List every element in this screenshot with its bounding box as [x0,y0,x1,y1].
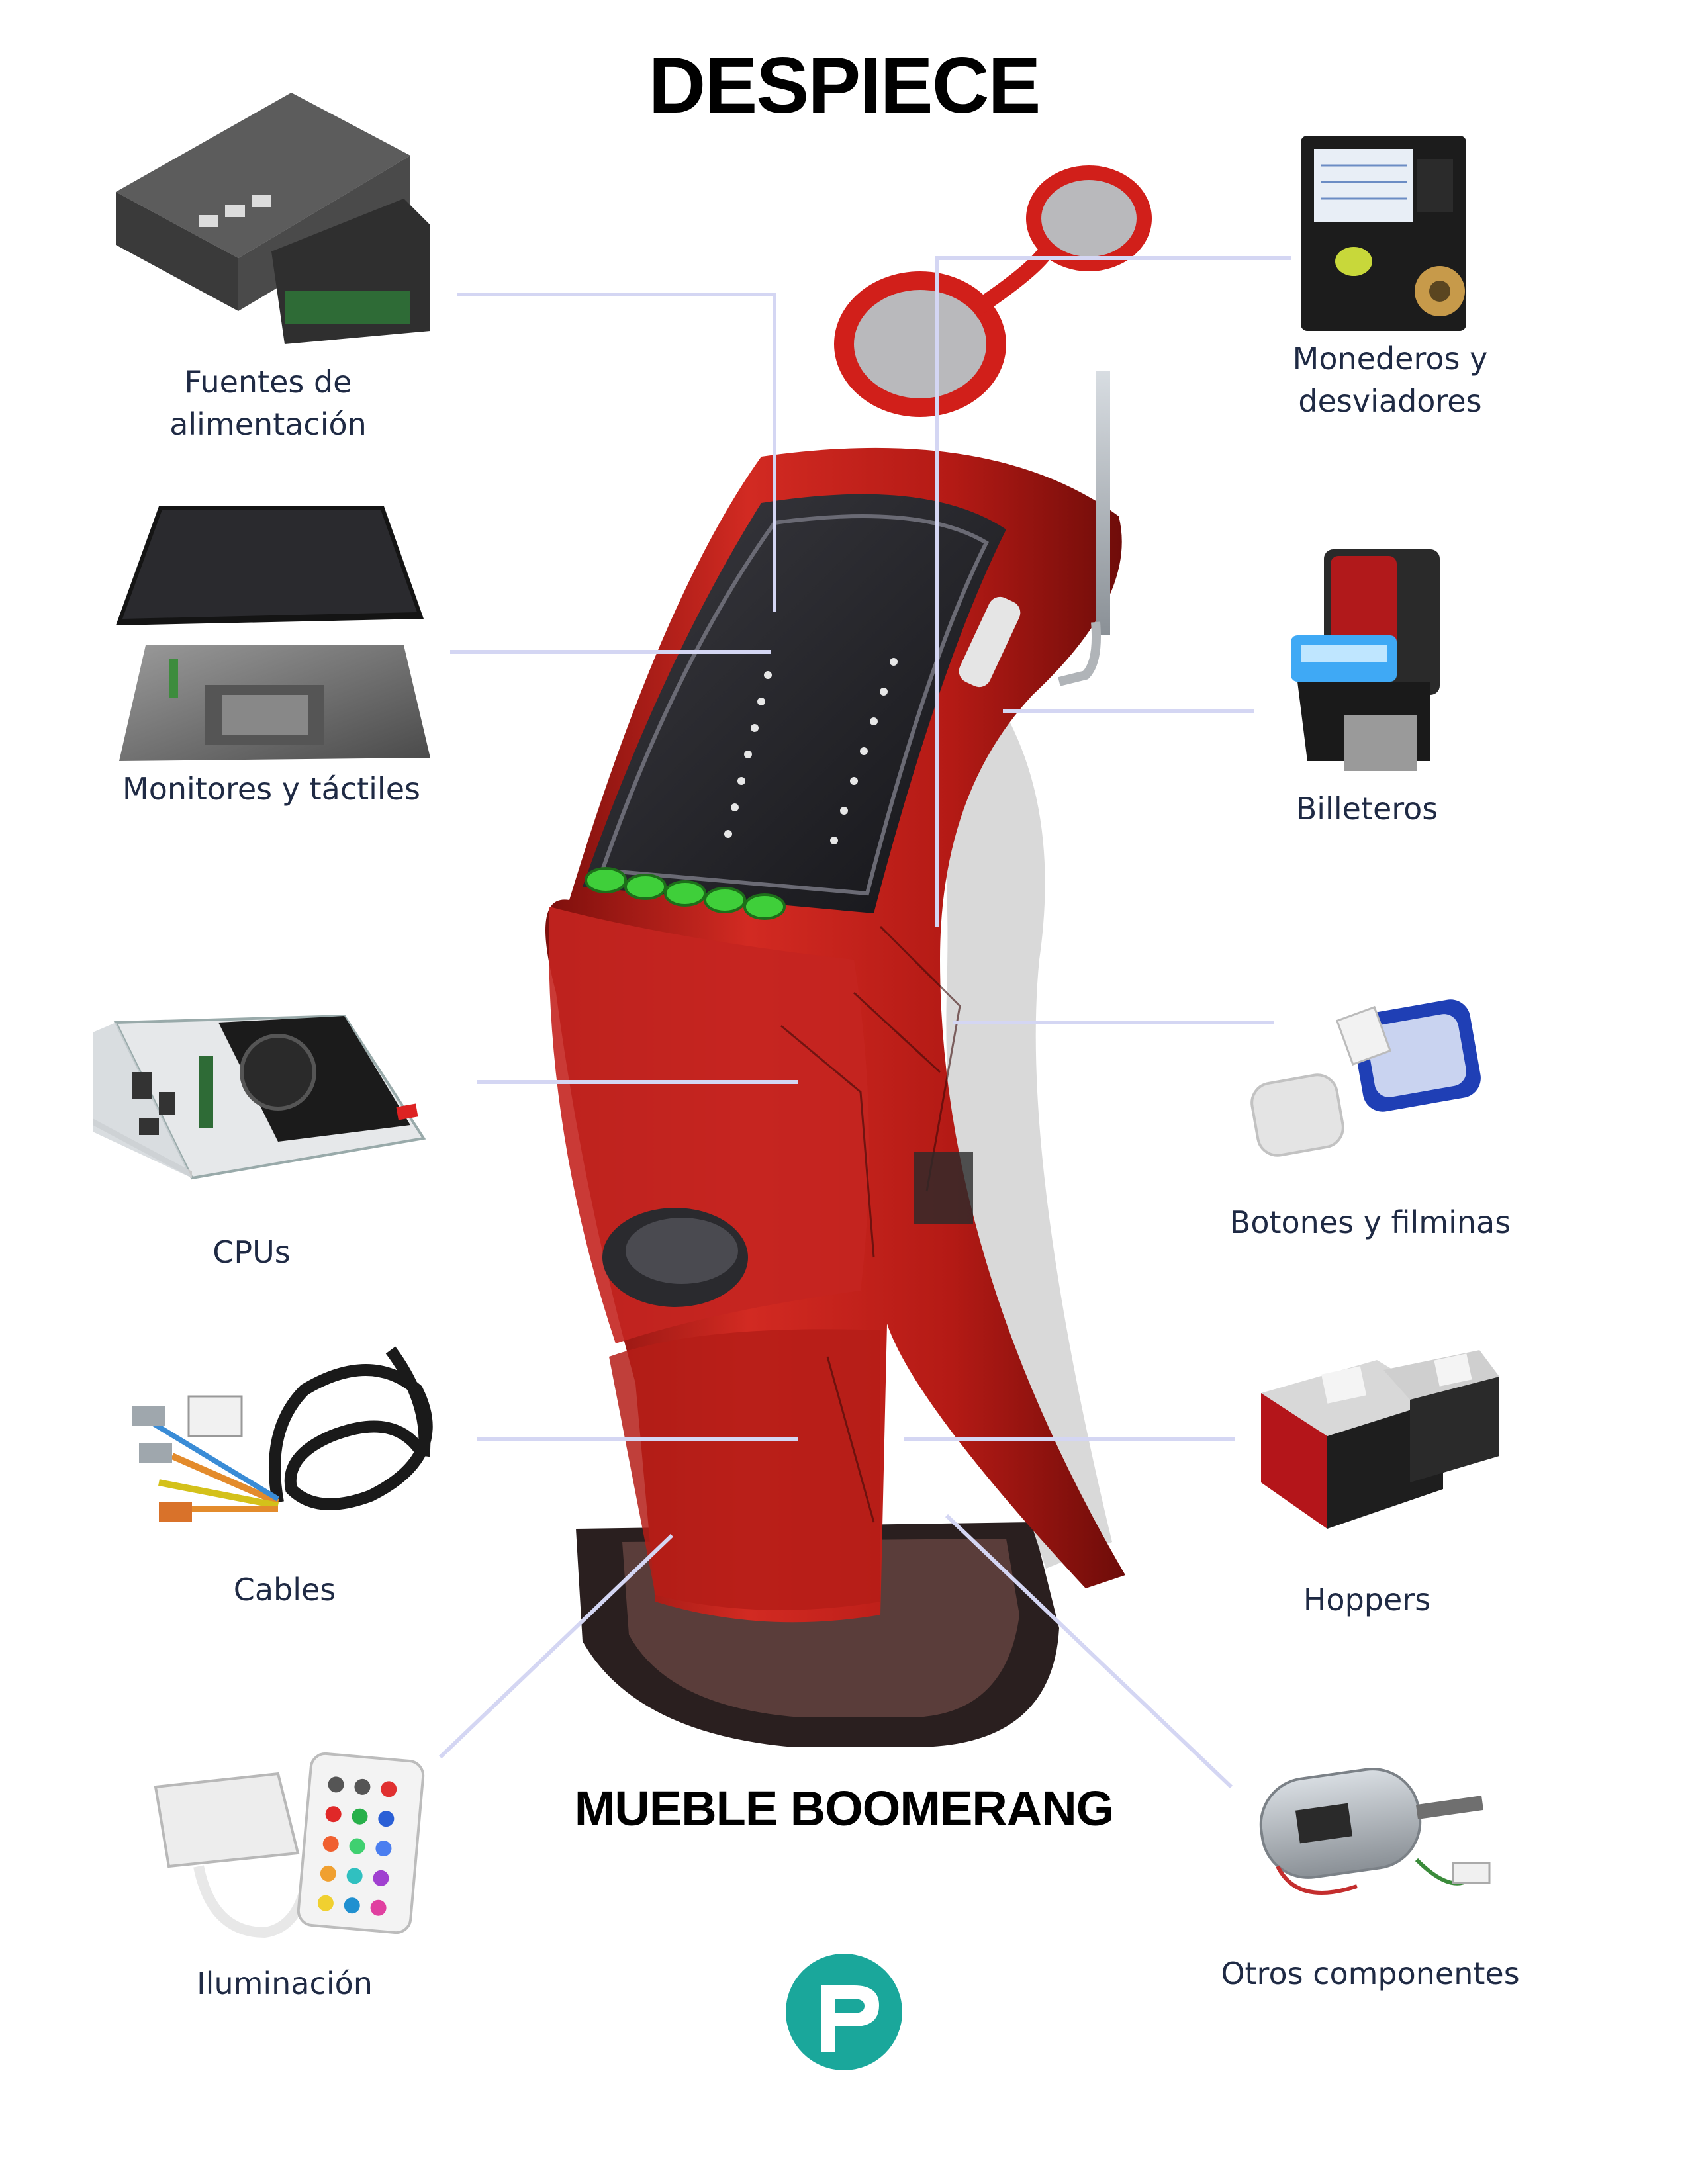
power-supply-image [116,93,430,344]
label-botones: Botones y filminas [1229,1205,1511,1240]
cabinet-name: MUEBLE BOOMERANG [574,1781,1114,1836]
label-iluminacion: Iluminación [197,1966,373,2001]
label-monederos: Monederos y desviadores [1231,338,1549,422]
leader-lines [438,256,1291,1789]
label-monederos-text: Monederos y desviadores [1292,341,1488,419]
label-hoppers: Hoppers [1303,1582,1431,1617]
cables-image [132,1346,433,1522]
label-monitores: Monitores y táctiles [122,771,420,807]
company-logo [786,1954,902,2070]
label-fuentes-text: Fuentes de alimentación [169,364,367,442]
page-title: DESPIECE [648,41,1041,130]
motor-image [1259,1768,1491,1895]
monitor-image [116,506,430,761]
boomerang-cabinet [545,165,1152,1747]
cpu-image [93,1014,426,1180]
lighting-image [154,1752,425,1938]
buttons-image [1250,999,1481,1157]
label-cpus: CPUs [212,1234,291,1270]
coin-acceptor-image [1301,136,1466,331]
label-billeteros: Billeteros [1295,791,1438,827]
bill-validator-image [1291,549,1440,771]
label-cables: Cables [233,1572,336,1608]
label-fuentes: Fuentes de alimentación [109,361,427,445]
hoppers-image [1261,1350,1499,1529]
label-otros: Otros componentes [1221,1956,1520,1991]
